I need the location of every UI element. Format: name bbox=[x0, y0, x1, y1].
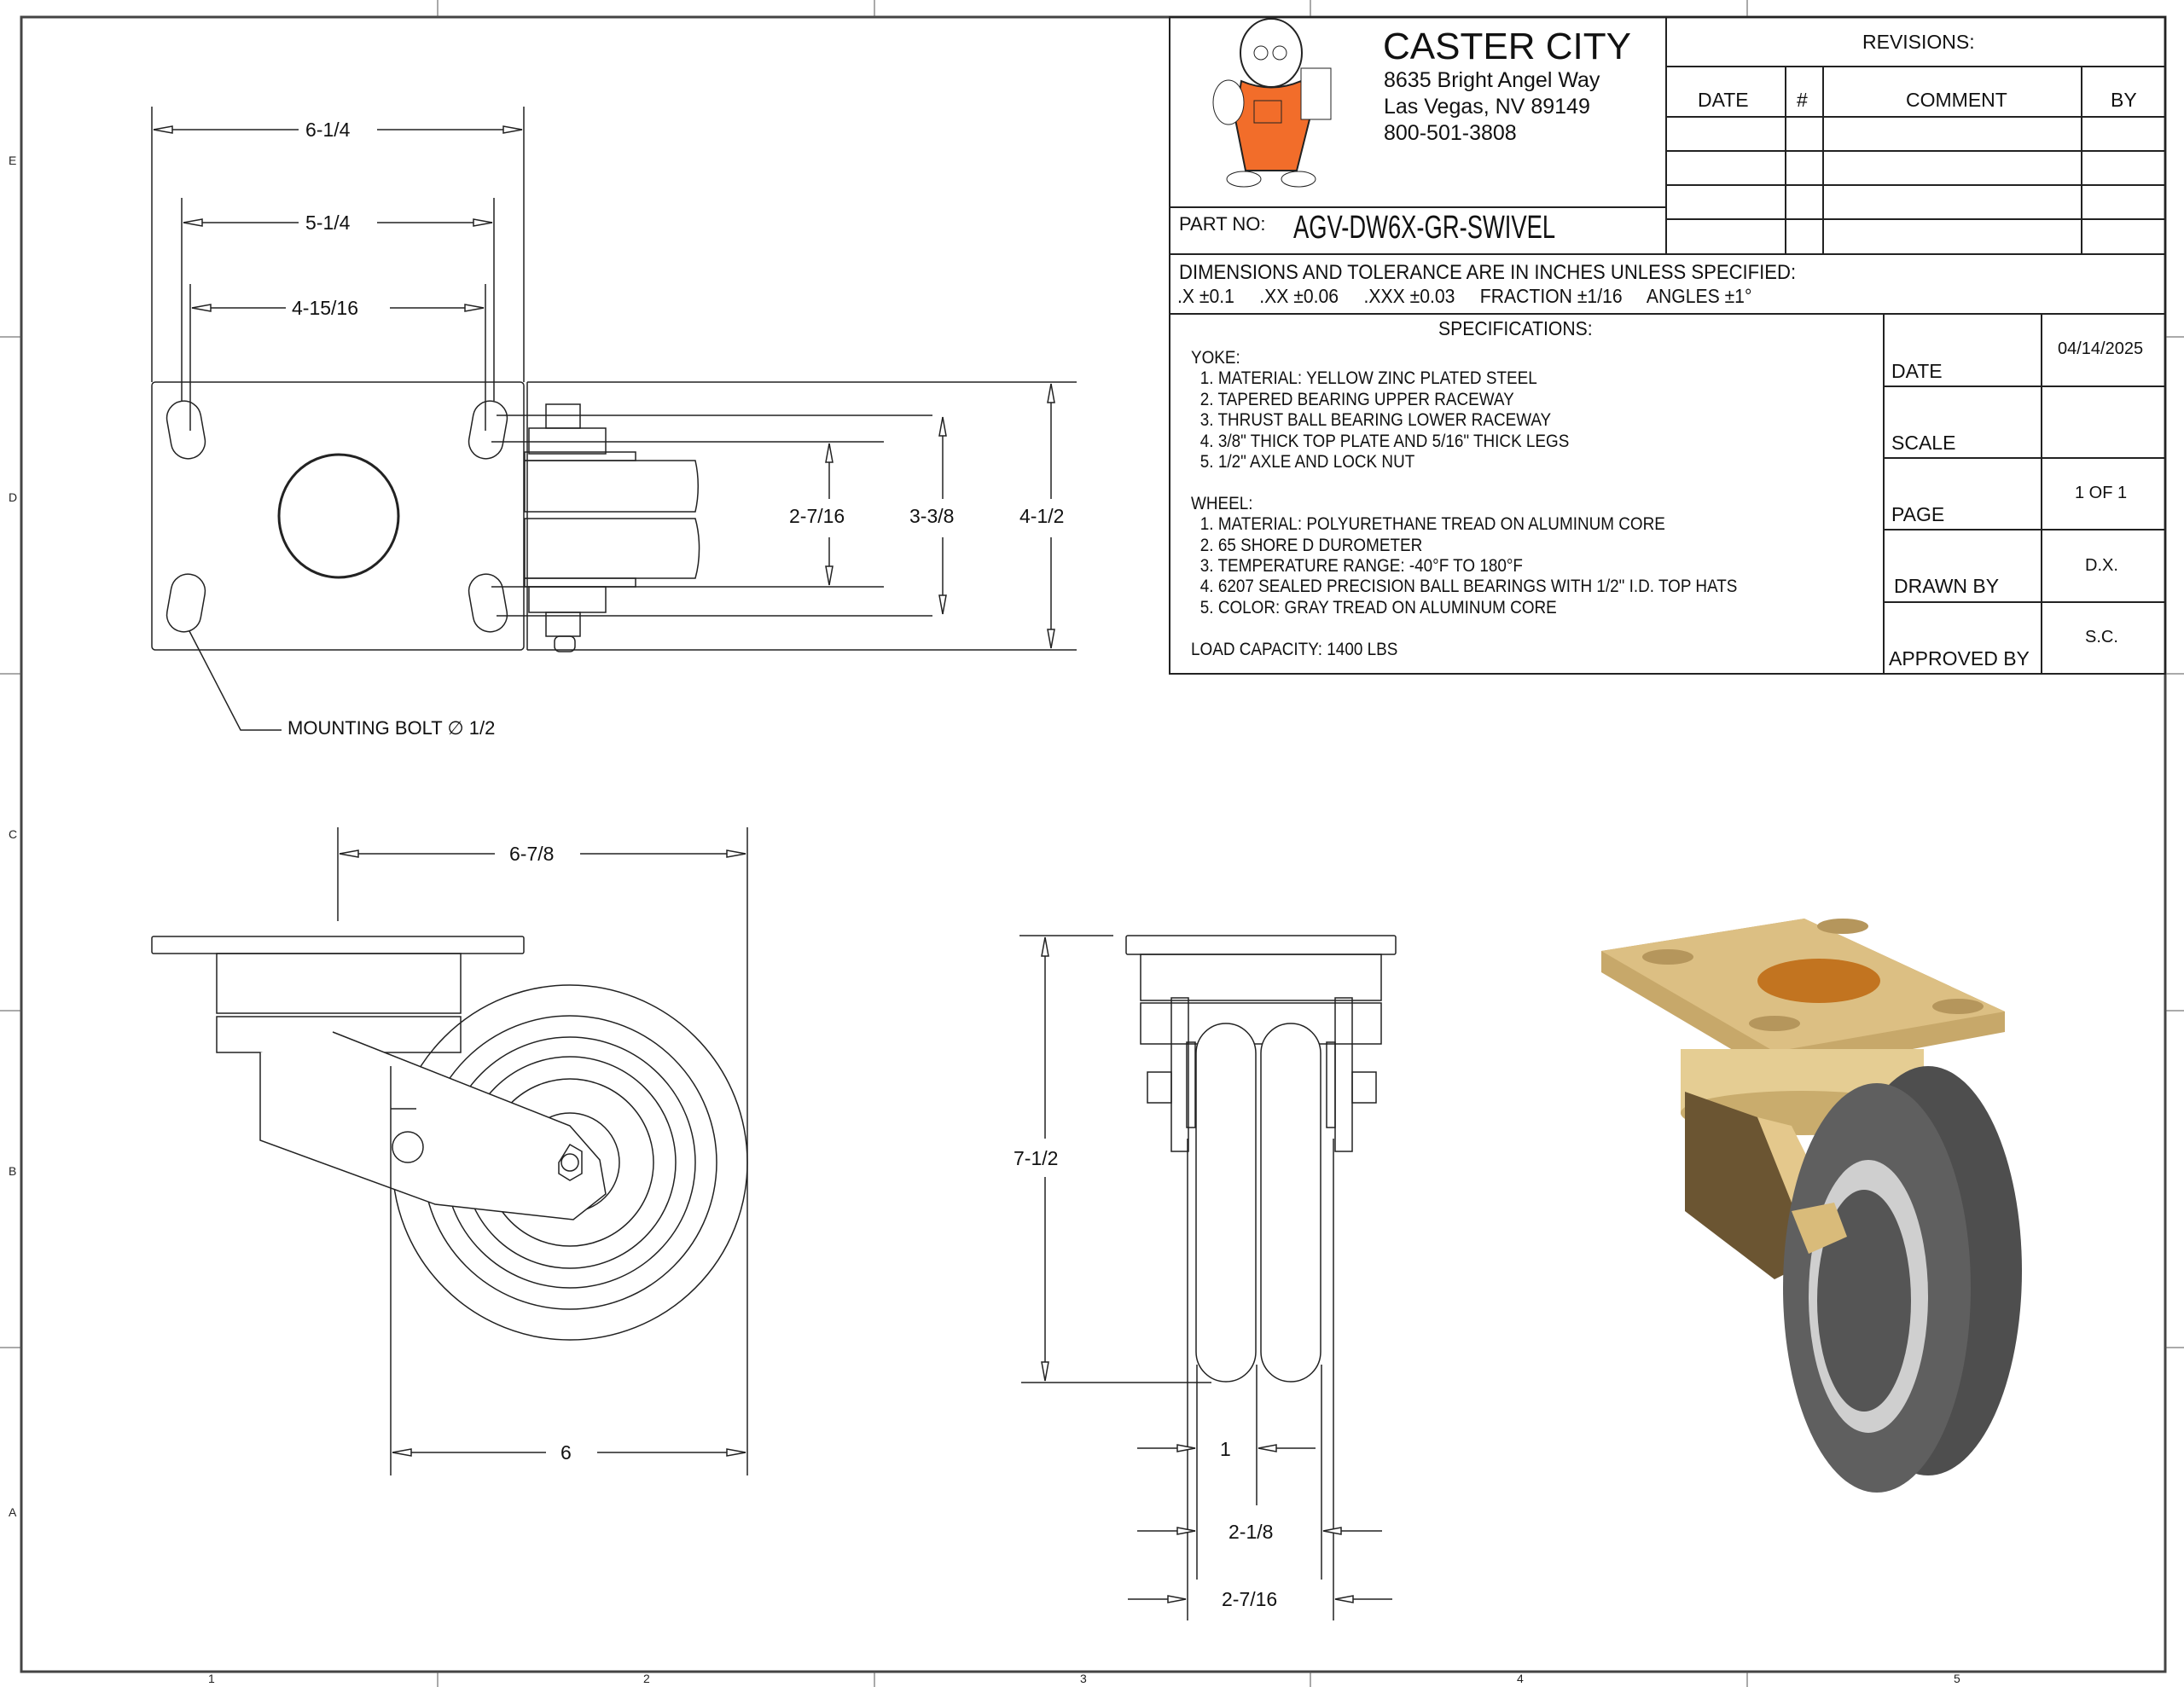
yoke-spec-4: 4. 3/8" THICK TOP PLATE AND 5/16" THICK … bbox=[1199, 431, 1570, 451]
zone-row-e: E bbox=[9, 154, 17, 167]
front-view-drawing bbox=[1019, 935, 1397, 1620]
revisions-col-number: # bbox=[1797, 89, 1808, 111]
yoke-spec-1: 1. MATERIAL: YELLOW ZINC PLATED STEEL bbox=[1199, 368, 1537, 389]
company-address-line2: Las Vegas, NV 89149 bbox=[1384, 95, 1590, 119]
dim-bolt-spacing-inner: 4-15/16 bbox=[292, 297, 359, 319]
wheel-spec-1: 1. MATERIAL: POLYURETHANE TREAD ON ALUMI… bbox=[1199, 514, 1665, 535]
company-phone: 800-501-3808 bbox=[1384, 121, 1517, 145]
zone-col-3: 3 bbox=[1080, 1672, 1087, 1685]
zone-col-4: 4 bbox=[1517, 1672, 1524, 1685]
zone-col-5: 5 bbox=[1954, 1672, 1960, 1685]
caster-city-mascot-logo bbox=[1212, 18, 1332, 188]
yoke-spec-3: 3. THRUST BALL BEARING LOWER RACEWAY bbox=[1199, 410, 1552, 431]
revisions-title: REVISIONS: bbox=[1862, 31, 1975, 53]
info-label-scale: SCALE bbox=[1891, 432, 1956, 454]
side-view-drawing bbox=[151, 827, 748, 1475]
dim-overall-height: 7-1/2 bbox=[1014, 1147, 1059, 1169]
isometric-render bbox=[1601, 919, 2022, 1493]
tolerance-values: .X ±0.1 .XX ±0.06 .XXX ±0.03 FRACTION ±1… bbox=[1177, 285, 1752, 307]
mounting-bolt-callout: MOUNTING BOLT ∅ 1/2 bbox=[288, 717, 496, 739]
zone-col-2: 2 bbox=[643, 1672, 650, 1685]
zone-row-c: C bbox=[9, 827, 18, 841]
zone-row-d: D bbox=[9, 490, 18, 504]
dim-plate-width: 4-1/2 bbox=[1019, 505, 1065, 527]
info-value-approved-by: S.C. bbox=[2085, 628, 2118, 646]
revisions-col-by: BY bbox=[2111, 89, 2137, 111]
info-value-date: 04/14/2025 bbox=[2058, 339, 2144, 358]
zone-col-1: 1 bbox=[208, 1672, 215, 1685]
dim-bolt-spacing-width: 3-3/8 bbox=[909, 505, 955, 527]
info-label-date: DATE bbox=[1891, 360, 1943, 382]
info-value-page: 1 OF 1 bbox=[2075, 484, 2128, 502]
zone-row-b: B bbox=[9, 1164, 17, 1178]
dim-overall-width: 2-7/16 bbox=[1222, 1588, 1278, 1610]
revisions-col-date: DATE bbox=[1698, 89, 1749, 111]
company-name: CASTER CITY bbox=[1383, 26, 1631, 67]
load-capacity: LOAD CAPACITY: 1400 LBS bbox=[1191, 639, 1398, 659]
part-number: AGV-DW6X-GR-SWIVEL bbox=[1293, 210, 1556, 246]
wheel-spec-3: 3. TEMPERATURE RANGE: -40°F TO 180°F bbox=[1199, 556, 1523, 577]
dim-tread-width: 1 bbox=[1220, 1438, 1231, 1460]
info-label-approved-by: APPROVED BY bbox=[1889, 647, 2030, 670]
dim-swivel-radius: 6-7/8 bbox=[509, 843, 555, 865]
dim-bolt-spacing-outer: 5-1/4 bbox=[305, 212, 351, 234]
company-address-line1: 8635 Bright Angel Way bbox=[1384, 68, 1600, 92]
yoke-heading: YOKE: bbox=[1191, 348, 1240, 368]
wheel-heading: WHEEL: bbox=[1191, 493, 1253, 513]
yoke-spec-2: 2. TAPERED BEARING UPPER RACEWAY bbox=[1199, 389, 1514, 409]
top-view-drawing bbox=[151, 107, 1077, 731]
specifications-title: SPECIFICATIONS: bbox=[1438, 317, 1593, 339]
diameter-symbol-icon: ∅ bbox=[447, 717, 464, 739]
dim-wheel-span: 2-7/16 bbox=[789, 505, 845, 527]
info-label-drawn-by: DRAWN BY bbox=[1894, 575, 2000, 597]
specifications-list: YOKE: 1. MATERIAL: YELLOW ZINC PLATED ST… bbox=[1191, 348, 1798, 660]
wheel-spec-5: 5. COLOR: GRAY TREAD ON ALUMINUM CORE bbox=[1199, 597, 1557, 617]
info-label-page: PAGE bbox=[1891, 503, 1945, 525]
revisions-col-comment: COMMENT bbox=[1906, 89, 2007, 111]
tolerance-note: DIMENSIONS AND TOLERANCE ARE IN INCHES U… bbox=[1179, 261, 1797, 284]
info-value-drawn-by: D.X. bbox=[2085, 556, 2118, 575]
wheel-spec-2: 2. 65 SHORE D DUROMETER bbox=[1199, 535, 1423, 555]
zone-row-a: A bbox=[9, 1505, 17, 1519]
dim-plate-length: 6-1/4 bbox=[305, 119, 351, 141]
part-number-label: PART NO: bbox=[1179, 213, 1266, 235]
dim-wheel-pair-width: 2-1/8 bbox=[1228, 1521, 1274, 1543]
dim-wheel-diameter: 6 bbox=[561, 1441, 572, 1464]
yoke-spec-5: 5. 1/2" AXLE AND LOCK NUT bbox=[1199, 452, 1415, 472]
title-block-lines bbox=[1169, 16, 2166, 675]
wheel-spec-4: 4. 6207 SEALED PRECISION BALL BEARINGS W… bbox=[1199, 577, 1738, 597]
